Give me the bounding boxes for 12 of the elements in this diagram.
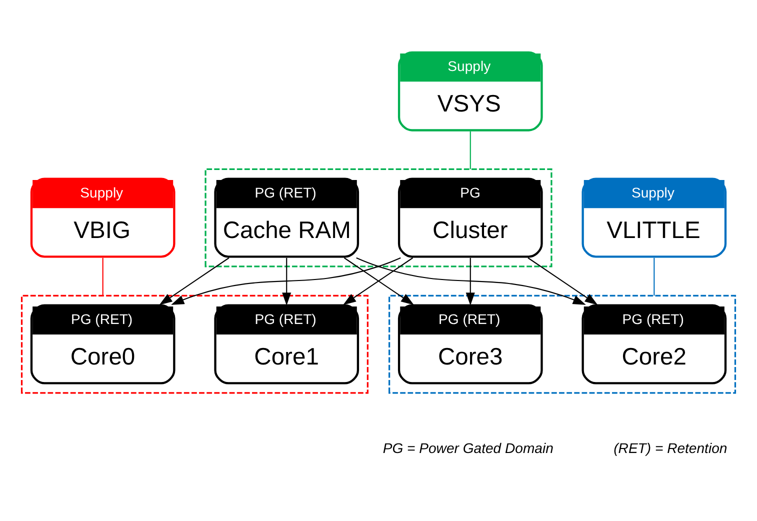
connector (470, 131, 471, 170)
label: (RET) = Retention (614, 440, 728, 456)
connector (102, 258, 104, 296)
label: PG = Power Gated Domain (382, 440, 554, 456)
cluster (204, 168, 552, 268)
connector (654, 258, 655, 296)
arrow (356, 257, 586, 305)
arrow (171, 257, 401, 305)
arrow (159, 257, 230, 306)
arrow (466, 258, 475, 306)
arrow (528, 257, 598, 306)
arrow (282, 258, 292, 306)
